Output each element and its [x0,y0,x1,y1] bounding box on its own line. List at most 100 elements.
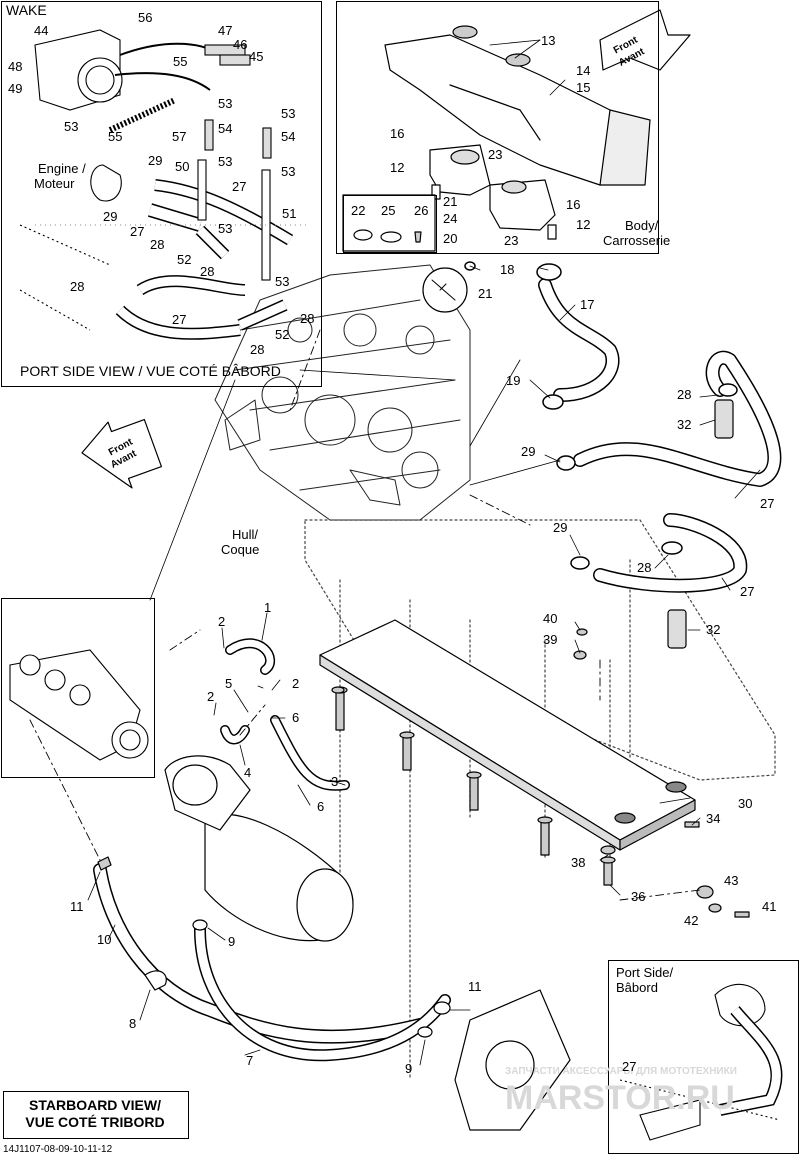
callout-54-b: 54 [281,129,296,144]
exhaust-muffler [164,755,354,942]
callout-28-b: 28 [200,264,215,279]
callout-34: 34 [706,811,721,826]
hull-caption-2: Coque [221,542,260,557]
callout-25: 25 [381,203,396,218]
callout-21-b: 21 [478,286,493,301]
hose-10 [93,863,427,1044]
callout-20: 20 [443,231,458,246]
hose-27-lower [593,513,748,593]
callout-27-a: 27 [232,179,247,194]
leader-lines [87,39,761,1066]
callout-28-e: 28 [250,342,265,357]
callout-46: 46 [233,37,248,52]
watermark-line1: ЗАПЧАСТИ АКСЕССУАРЫ ДЛЯ МОТОТЕХНИКИ [505,1066,737,1077]
callout-8: 8 [129,1016,137,1031]
callout-53-e: 53 [281,164,296,179]
callout-53-d: 53 [218,154,233,169]
callout-43: 43 [724,873,739,888]
callout-55-b: 55 [108,129,123,144]
callout-42: 42 [684,913,699,928]
callout-12-b: 12 [576,217,591,232]
callout-15: 15 [576,80,591,95]
callout-40: 40 [543,611,558,626]
callout-53-f: 53 [218,221,233,236]
callout-28-a: 28 [150,237,165,252]
fitting-32 [667,399,734,649]
callout-29-c: 29 [521,444,536,459]
callout-27-d: 27 [760,496,775,511]
coolant-reservoirs [429,144,557,240]
port-side-caption-2: Bâbord [616,980,658,995]
body-caption-1: Body/ [625,218,659,233]
callout-32-b: 32 [706,622,721,637]
engine-caption-2: Moteur [34,176,75,191]
starboard-inset-drawing [9,649,149,761]
detail-circle [422,267,468,313]
callout-10: 10 [97,932,112,947]
clamp-kit-box [342,194,436,252]
callout-24: 24 [443,211,458,226]
callout-9-b: 9 [405,1061,413,1076]
leader-dashed [29,329,701,901]
callout-28-g: 28 [637,560,652,575]
callout-52-a: 52 [177,252,192,267]
callout-29-d: 29 [553,520,568,535]
callout-2-b: 2 [292,676,300,691]
hose-27-long [573,350,782,487]
callout-28-d: 28 [300,311,315,326]
callout-29-b: 29 [103,209,118,224]
clamp-kit-frame [343,195,437,253]
callout-48: 48 [8,59,23,74]
callout-21-a: 21 [443,194,458,209]
callout-32-a: 32 [677,417,692,432]
small-hoses-1-3-4 [220,638,350,791]
callout-19: 19 [506,373,521,388]
callout-6-b: 6 [317,799,325,814]
callout-45: 45 [249,49,264,64]
engine-block [214,264,471,521]
callout-23-a: 23 [488,147,503,162]
callout-2-a: 2 [218,614,226,629]
callout-2-c: 2 [207,689,215,704]
callout-11-b: 11 [468,979,482,994]
port-side-view-caption: PORT SIDE VIEW / VUE COTÉ BÂBORD [20,363,281,379]
port-side-inset-drawing [619,983,783,1141]
starboard-view-caption-2: VUE COTÉ TRIBORD [25,1114,165,1130]
callout-49: 49 [8,81,23,96]
callout-13: 13 [541,33,556,48]
callout-18: 18 [500,262,515,277]
callout-28-c: 28 [70,279,85,294]
callout-53-g: 53 [275,274,290,289]
front-arrow-top [599,9,691,71]
port-side-caption-1: Port Side/ [616,965,674,980]
bolts [331,628,750,918]
callout-12-a: 12 [390,160,405,175]
callout-53-c: 53 [64,119,79,134]
callout-53-b: 53 [281,106,296,121]
wake-inset-drawing [19,29,310,340]
callout-57: 57 [172,129,187,144]
front-arrow-mid [81,418,163,489]
hose-clamps [464,261,738,570]
hull-caption-1: Hull/ [232,527,259,542]
callout-6-a: 6 [292,710,300,725]
callout-44: 44 [34,23,49,38]
callout-38: 38 [571,855,586,870]
callout-7: 7 [246,1053,254,1068]
watermark-line2: MARSTOR.RU [505,1079,735,1117]
callout-16-a: 16 [390,126,405,141]
callout-22: 22 [351,203,366,218]
callout-27-f: 27 [622,1059,637,1074]
starboard-view-caption-1: STARBOARD VIEW/ [29,1097,161,1113]
callout-3: 3 [331,774,339,789]
pump-housing [97,856,571,1131]
port-side-inset-frame [608,960,799,1154]
callout-41: 41 [762,899,777,914]
callout-51: 51 [282,206,297,221]
callout-56: 56 [138,10,153,25]
callout-14: 14 [576,63,591,78]
callout-50: 50 [175,159,190,174]
callout-16-b: 16 [566,197,581,212]
callout-4: 4 [244,765,252,780]
